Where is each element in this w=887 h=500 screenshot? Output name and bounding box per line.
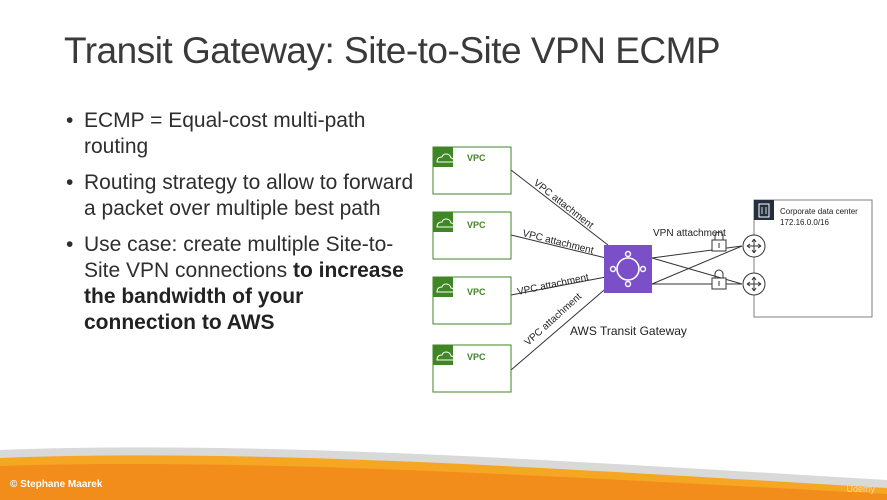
corporate-data-center-box: Corporate data center 172.16.0.0/16: [753, 199, 873, 318]
customer-gateway-icon: [742, 272, 766, 296]
vpc-attachment-labels: VPC attachment VPC attachment VPC attach…: [516, 178, 595, 349]
datacenter-name: Corporate data center: [780, 207, 858, 216]
bullet-text: ECMP = Equal-cost multi-path routing: [84, 109, 366, 158]
bullet-ecmp: ECMP = Equal-cost multi-path routing: [64, 108, 414, 160]
vpc-label: VPC: [467, 287, 486, 297]
bullet-routing-strategy: Routing strategy to allow to forward a p…: [64, 170, 414, 222]
transit-gateway-label: AWS Transit Gateway: [570, 324, 687, 338]
watermark-logo: Udemy: [846, 484, 875, 494]
datacenter-cidr: 172.16.0.0/16: [780, 218, 829, 227]
vpc-connection-lines: [510, 169, 611, 371]
vpc-box-2: VPC: [432, 211, 512, 260]
vpc-attachment-label: VPC attachment: [523, 291, 585, 348]
vpc-box-1: VPC: [432, 146, 512, 195]
vpn-lock-icon: [711, 269, 727, 290]
slide-title: Transit Gateway: Site-to-Site VPN ECMP: [64, 30, 721, 71]
bullet-use-case: Use case: create multiple Site-to-Site V…: [64, 232, 414, 336]
vpc-cloud-icon: [436, 351, 455, 361]
building-icon: [758, 203, 770, 218]
vpn-connection-lines: [651, 245, 743, 285]
vpc-label: VPC: [467, 352, 486, 362]
copyright-text: © Stephane Maarek: [10, 479, 103, 490]
vpc-cloud-icon: [436, 218, 455, 228]
bullet-list: ECMP = Equal-cost multi-path routing Rou…: [64, 108, 414, 346]
vpc-attachment-label: VPC attachment: [531, 178, 595, 232]
customer-gateway-icon: [742, 234, 766, 258]
vpc-cloud-icon: [436, 283, 455, 293]
vpc-box-3: VPC: [432, 276, 512, 325]
vpn-lock-icon: [711, 231, 727, 252]
bullet-text: Use case: create multiple Site-to-Site V…: [84, 233, 394, 282]
vpc-cloud-icon: [436, 153, 455, 163]
transit-gateway-icon: [604, 245, 652, 293]
vpc-label: VPC: [467, 153, 486, 163]
vpc-box-4: VPC: [432, 344, 512, 393]
bullet-text: Routing strategy to allow to forward a p…: [84, 171, 414, 220]
bullet-bold-text: to increase the bandwidth of your connec…: [84, 259, 404, 334]
vpn-attachment-label: VPN attachment: [653, 228, 726, 239]
footer-wave: [0, 447, 887, 500]
vpc-attachment-label: VPC attachment: [521, 228, 595, 256]
vpc-label: VPC: [467, 220, 486, 230]
